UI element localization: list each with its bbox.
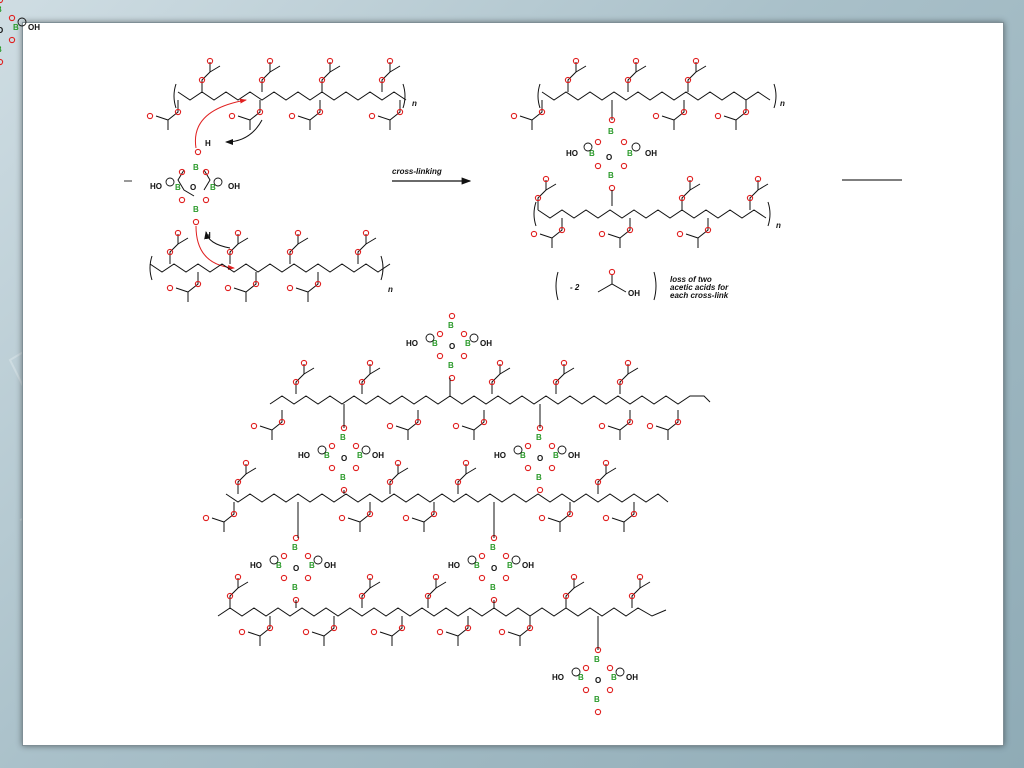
boron-atom-label: B xyxy=(608,171,614,180)
repeat-index-n: n xyxy=(780,99,785,108)
borate-dimer-reactant: H B B B O HO OH B H xyxy=(150,98,263,271)
hydroxyl-label: OH xyxy=(645,149,657,158)
repeat-index-n: n xyxy=(388,285,393,294)
boron-atom-label: B xyxy=(627,149,633,158)
hydroxyl-label: OH xyxy=(628,289,640,298)
hydroxyl-label: OH xyxy=(228,182,240,191)
acetic-acid-loss: - 2 OH loss of two acetic acids for each… xyxy=(555,268,729,301)
reactant-polymer-bottom: n xyxy=(149,229,393,303)
boron-atom-label: B xyxy=(193,163,199,172)
svg-text:O: O xyxy=(0,26,3,35)
repeat-index-n: n xyxy=(412,99,417,108)
hydroxyl-label: HO xyxy=(150,182,162,191)
boron-atom-label: B xyxy=(210,183,216,192)
loss-note-line-2: acetic acids for xyxy=(670,283,729,292)
loss-note-line-1: loss of two xyxy=(670,275,712,284)
boron-atom-label: B xyxy=(193,205,199,214)
loss-coefficient: - 2 xyxy=(570,283,580,292)
slide-content xyxy=(128,42,1002,742)
boron-atom-label: B xyxy=(608,127,614,136)
oxygen-atom-label: O xyxy=(190,183,196,192)
svg-text:OH: OH xyxy=(28,23,40,32)
crosslinked-network: B B B O HO OH B xyxy=(0,0,711,716)
svg-text:B: B xyxy=(0,5,2,14)
hydroxyl-label: HO xyxy=(566,149,578,158)
loss-note-line-3: each cross-link xyxy=(670,291,729,300)
svg-text:B: B xyxy=(0,45,2,54)
boron-atom-label: B xyxy=(589,149,595,158)
cross-linking-label: cross-linking xyxy=(392,167,442,176)
reactant-polymer-top: n xyxy=(146,57,417,131)
oxygen-atom-label: O xyxy=(606,153,612,162)
boron-atom-label: B xyxy=(175,183,181,192)
reaction-arrow: cross-linking xyxy=(392,167,472,185)
svg-text:B: B xyxy=(13,23,19,32)
hydrogen-atom-label: H xyxy=(205,139,211,148)
repeat-index-n: n xyxy=(776,221,781,230)
product-crosslinked-dimer: n B B B O HO OH B n xyxy=(510,57,785,249)
